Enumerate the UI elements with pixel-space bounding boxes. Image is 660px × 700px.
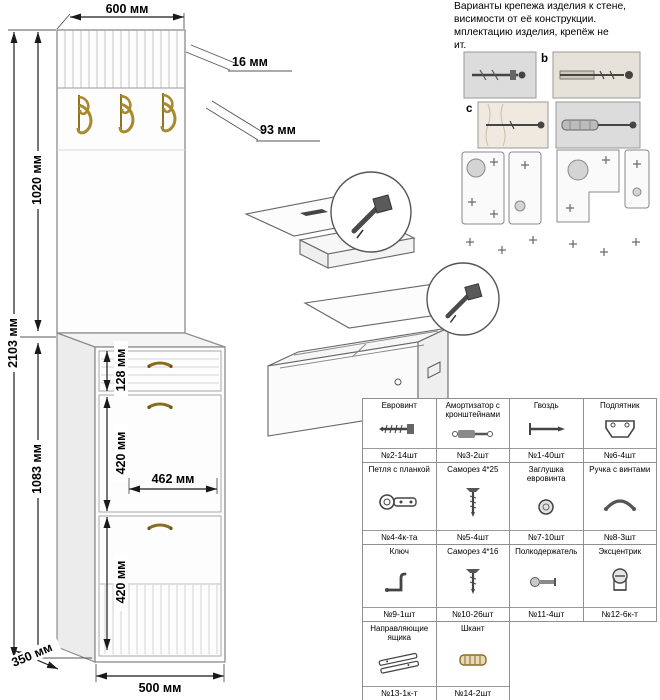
dim-label-bottom-width: 500 мм: [138, 681, 182, 695]
screw-icon: [451, 556, 495, 607]
part-qty: №13-1к-т: [363, 686, 436, 700]
foot-glide-icon: [598, 410, 642, 448]
part-qty: №3-2шт: [436, 448, 509, 462]
coat-hook-icon: [76, 95, 93, 135]
part-cell-key: Ключ №9-1шт: [362, 544, 437, 622]
mounting-plates: [461, 149, 650, 257]
part-qty: №6-4шт: [583, 448, 656, 462]
handle-icon: [597, 474, 643, 530]
dim-label-total-height: 2103 мм: [6, 314, 20, 372]
dim-label-drawer-height: 128 мм: [114, 341, 128, 399]
part-cell-screw-4x25: Саморез 4*25 №5-4шт: [435, 462, 510, 545]
part-cell-nail: Гвоздь №1-40шт: [509, 398, 584, 463]
part-cell-euroscrew: Евровинт №2-14шт: [362, 398, 437, 463]
shoe-cabinet: [56, 332, 226, 663]
part-qty: №14-2шт: [436, 686, 509, 700]
wall-mount-note-line: ит.: [454, 39, 467, 51]
wall-mount-note: Варианты крепежа изделия к стене, висимо…: [454, 1, 660, 52]
part-cell-foot-glide: Подпятник №6-4шт: [582, 398, 657, 463]
part-qty: №5-4шт: [436, 530, 509, 544]
part-name: Амортизатор с кронштейнами: [445, 401, 501, 420]
part-qty: №9-1шт: [363, 607, 436, 621]
dim-label-lower-height: 1083 мм: [30, 440, 44, 498]
part-cell-dowel: Шкант №14-2шт: [435, 621, 510, 700]
dim-label-door-lower-height: 420 мм: [114, 553, 128, 611]
dim-label-upper-height: 1020 мм: [30, 151, 44, 209]
coat-hook-icon: [118, 94, 135, 134]
part-qty: №1-40шт: [510, 448, 583, 462]
part-qty: №12-6к-т: [583, 607, 656, 621]
part-qty: №8-3шт: [583, 530, 656, 544]
part-name: Направляющие ящика: [370, 624, 429, 643]
dim-label-top-width: 600 мм: [105, 2, 149, 16]
dowel-icon: [451, 633, 495, 686]
key-icon: [377, 556, 421, 607]
assembly-step-drawer-illustration: [244, 171, 416, 269]
part-name: Полкодержатель: [515, 547, 578, 556]
part-cell-handle: Ручка с винтами №8-3шт: [582, 462, 657, 545]
euroscrew-icon: [377, 410, 421, 448]
drawer-handle-icon: [147, 361, 173, 369]
dim-label-hook-offset: 93 мм: [260, 123, 296, 137]
coat-panel: [56, 29, 186, 334]
part-name: Заглушка евровинта: [526, 465, 566, 484]
part-cell-screw-4x16: Саморез 4*16 №10-26шт: [435, 544, 510, 622]
screw-cap-icon: [524, 483, 568, 530]
part-name: Саморез 4*25: [447, 465, 499, 474]
extension-lines: [8, 13, 320, 682]
shelf-pin-icon: [524, 556, 568, 607]
part-cell-drawer-slides: Направляющие ящика №13-1к-т: [362, 621, 437, 700]
part-name: Эксцентрик: [598, 547, 642, 556]
wall-mount-note-line: Варианты крепежа изделия к стене,: [454, 1, 627, 12]
part-qty: №4-4к-та: [363, 530, 436, 544]
part-cell-gas-strut: Амортизатор с кронштейнами №3-2шт: [435, 398, 510, 463]
door-handle-icon: [147, 523, 173, 531]
wall-mount-note-line: мплектацию изделия, крепёж не: [454, 26, 609, 38]
drawer-slides-icon: [376, 642, 422, 686]
door-handle-icon: [147, 402, 173, 410]
cam-lock-icon: [598, 556, 642, 607]
fastener-variant-label-c: c: [466, 103, 473, 115]
dim-label-panel-thickness: 16 мм: [232, 55, 268, 69]
hardware-parts-table: Гвоздь №1-40шт Подпятник №6-4шт Евровинт: [362, 398, 657, 700]
part-qty: №7-10шт: [510, 530, 583, 544]
part-cell-cam-lock: Эксцентрик №12-6к-т: [582, 544, 657, 622]
wall-mount-note-line: висимости от её конструкции.: [454, 13, 597, 25]
dim-label-inner-width: 462 мм: [151, 472, 195, 486]
part-qty: №10-26шт: [436, 607, 509, 621]
hinge-icon: [376, 474, 422, 530]
part-cell-shelf-pin: Полкодержатель №11-4шт: [509, 544, 584, 622]
gas-strut-icon: [451, 419, 495, 448]
screw-icon: [451, 474, 495, 530]
dim-label-door-upper-height: 420 мм: [114, 424, 128, 482]
part-name: Ключ: [389, 547, 409, 556]
part-qty: №2-14шт: [363, 448, 436, 462]
part-cell-screw-cap: Заглушка евровинта №7-10шт: [509, 462, 584, 545]
fastener-variant-label-b: b: [541, 53, 549, 65]
wall-fastener-pictures: [463, 51, 641, 149]
part-name: Петля с планкой: [368, 465, 430, 474]
part-name: Шкант: [460, 624, 485, 633]
cabinet-door-upper: [98, 394, 222, 513]
nail-icon: [524, 410, 568, 448]
part-name: Ручка с винтами: [589, 465, 651, 474]
part-name: Евровинт: [381, 401, 417, 410]
part-cell-hinge: Петля с планкой №4-4к-та: [362, 462, 437, 545]
part-name: Подпятник: [600, 401, 640, 410]
part-name: Саморез 4*16: [447, 547, 499, 556]
coat-hook-icon: [160, 93, 177, 133]
part-qty: №11-4шт: [510, 607, 583, 621]
part-name: Гвоздь: [533, 401, 559, 410]
